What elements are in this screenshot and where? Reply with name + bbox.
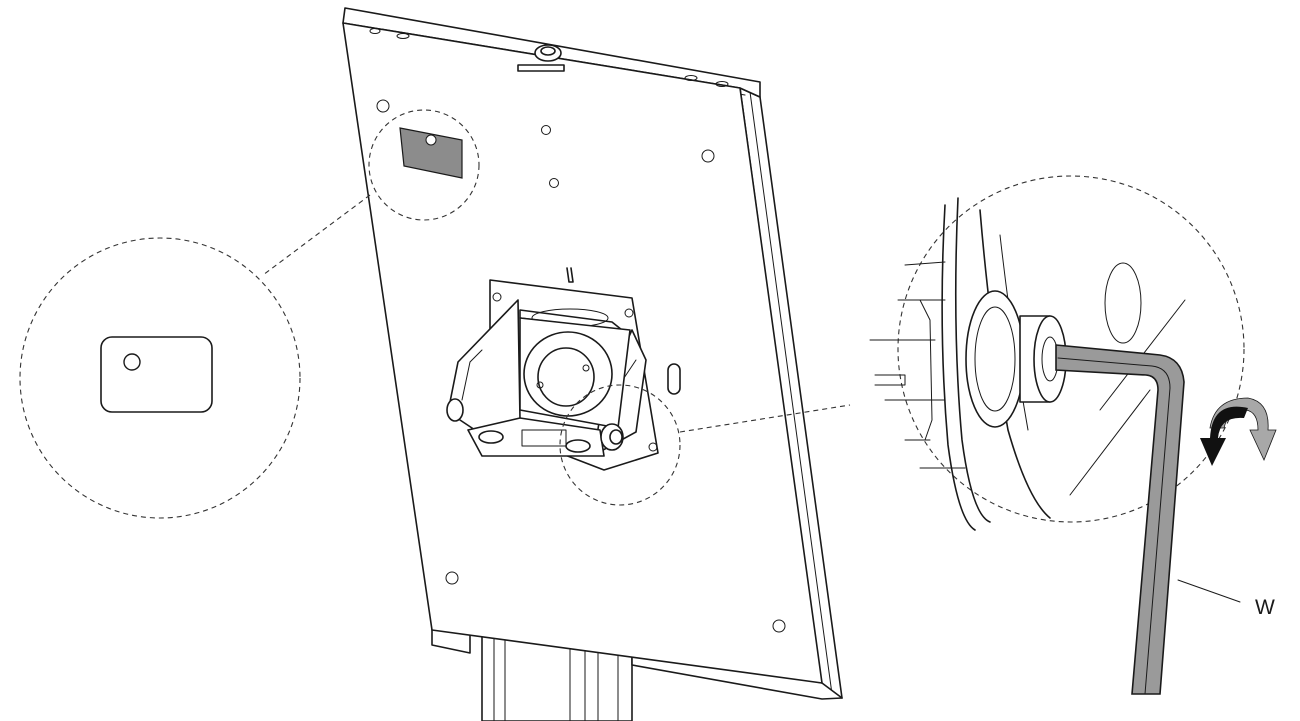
panel-label-plate — [399, 127, 463, 179]
callout-label: W — [1255, 596, 1275, 619]
hex-key-tool — [1055, 344, 1185, 695]
mount-hole-icon — [445, 571, 459, 585]
mount-hole-icon — [549, 178, 559, 188]
slot-icon — [715, 81, 729, 87]
side-slot-icon — [667, 363, 681, 395]
screw-hole-icon — [624, 308, 634, 318]
callout-w: W — [1177, 579, 1275, 619]
adjust-knob-icon — [565, 439, 591, 453]
side-screw-icon — [446, 398, 464, 422]
top-lock-knob-icon — [517, 44, 565, 72]
rotate-tighten-arrow-icon — [1200, 406, 1248, 466]
mounting-bracket — [446, 267, 659, 471]
label-hole-icon — [123, 353, 141, 371]
leader-line — [1177, 579, 1241, 603]
adjust-knob-icon — [478, 430, 504, 444]
label-hole-icon — [425, 134, 437, 146]
detail-callout-label-plate — [19, 109, 480, 519]
mount-hole-icon — [701, 149, 715, 163]
screw-hole-icon — [492, 292, 502, 302]
slot-icon — [369, 28, 381, 34]
mount-hole-icon — [376, 99, 390, 113]
mount-hole-icon — [772, 619, 786, 633]
mount-hole-icon — [541, 125, 551, 135]
detail-callout-tilt-screw — [559, 175, 1277, 695]
slot-icon — [684, 75, 698, 81]
slot-icon — [396, 33, 410, 39]
screw-hole-icon — [648, 442, 658, 452]
tilt-screw-icon — [600, 423, 624, 451]
